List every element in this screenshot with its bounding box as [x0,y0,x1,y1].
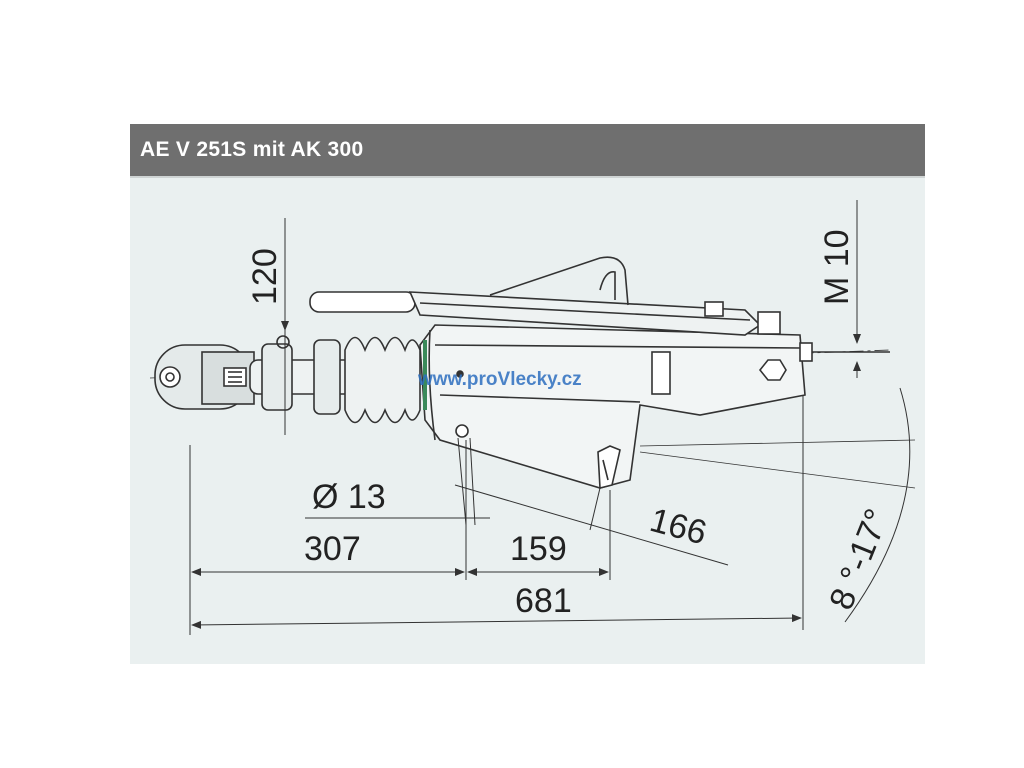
dim-681: 681 [515,582,572,620]
dim-159: 159 [510,530,567,568]
dim-angle: 8 °-17° [822,504,896,615]
drawbar-tube [249,335,361,415]
overrun-housing [419,324,890,490]
watermark-text: www.proVlecky.cz [417,369,582,390]
bellows [344,336,421,424]
dim-120: 120 [246,248,284,305]
handbrake-lever [309,256,781,336]
title-bar: AE V 251S mit AK 300 [130,124,925,178]
coupling-head [154,344,255,410]
dim-166: 166 [646,501,711,552]
dim-diameter-13: Ø 13 [312,478,386,516]
dim-m10: M 10 [818,229,856,305]
dim-307: 307 [304,530,361,568]
page-title: AE V 251S mit AK 300 [140,138,364,161]
